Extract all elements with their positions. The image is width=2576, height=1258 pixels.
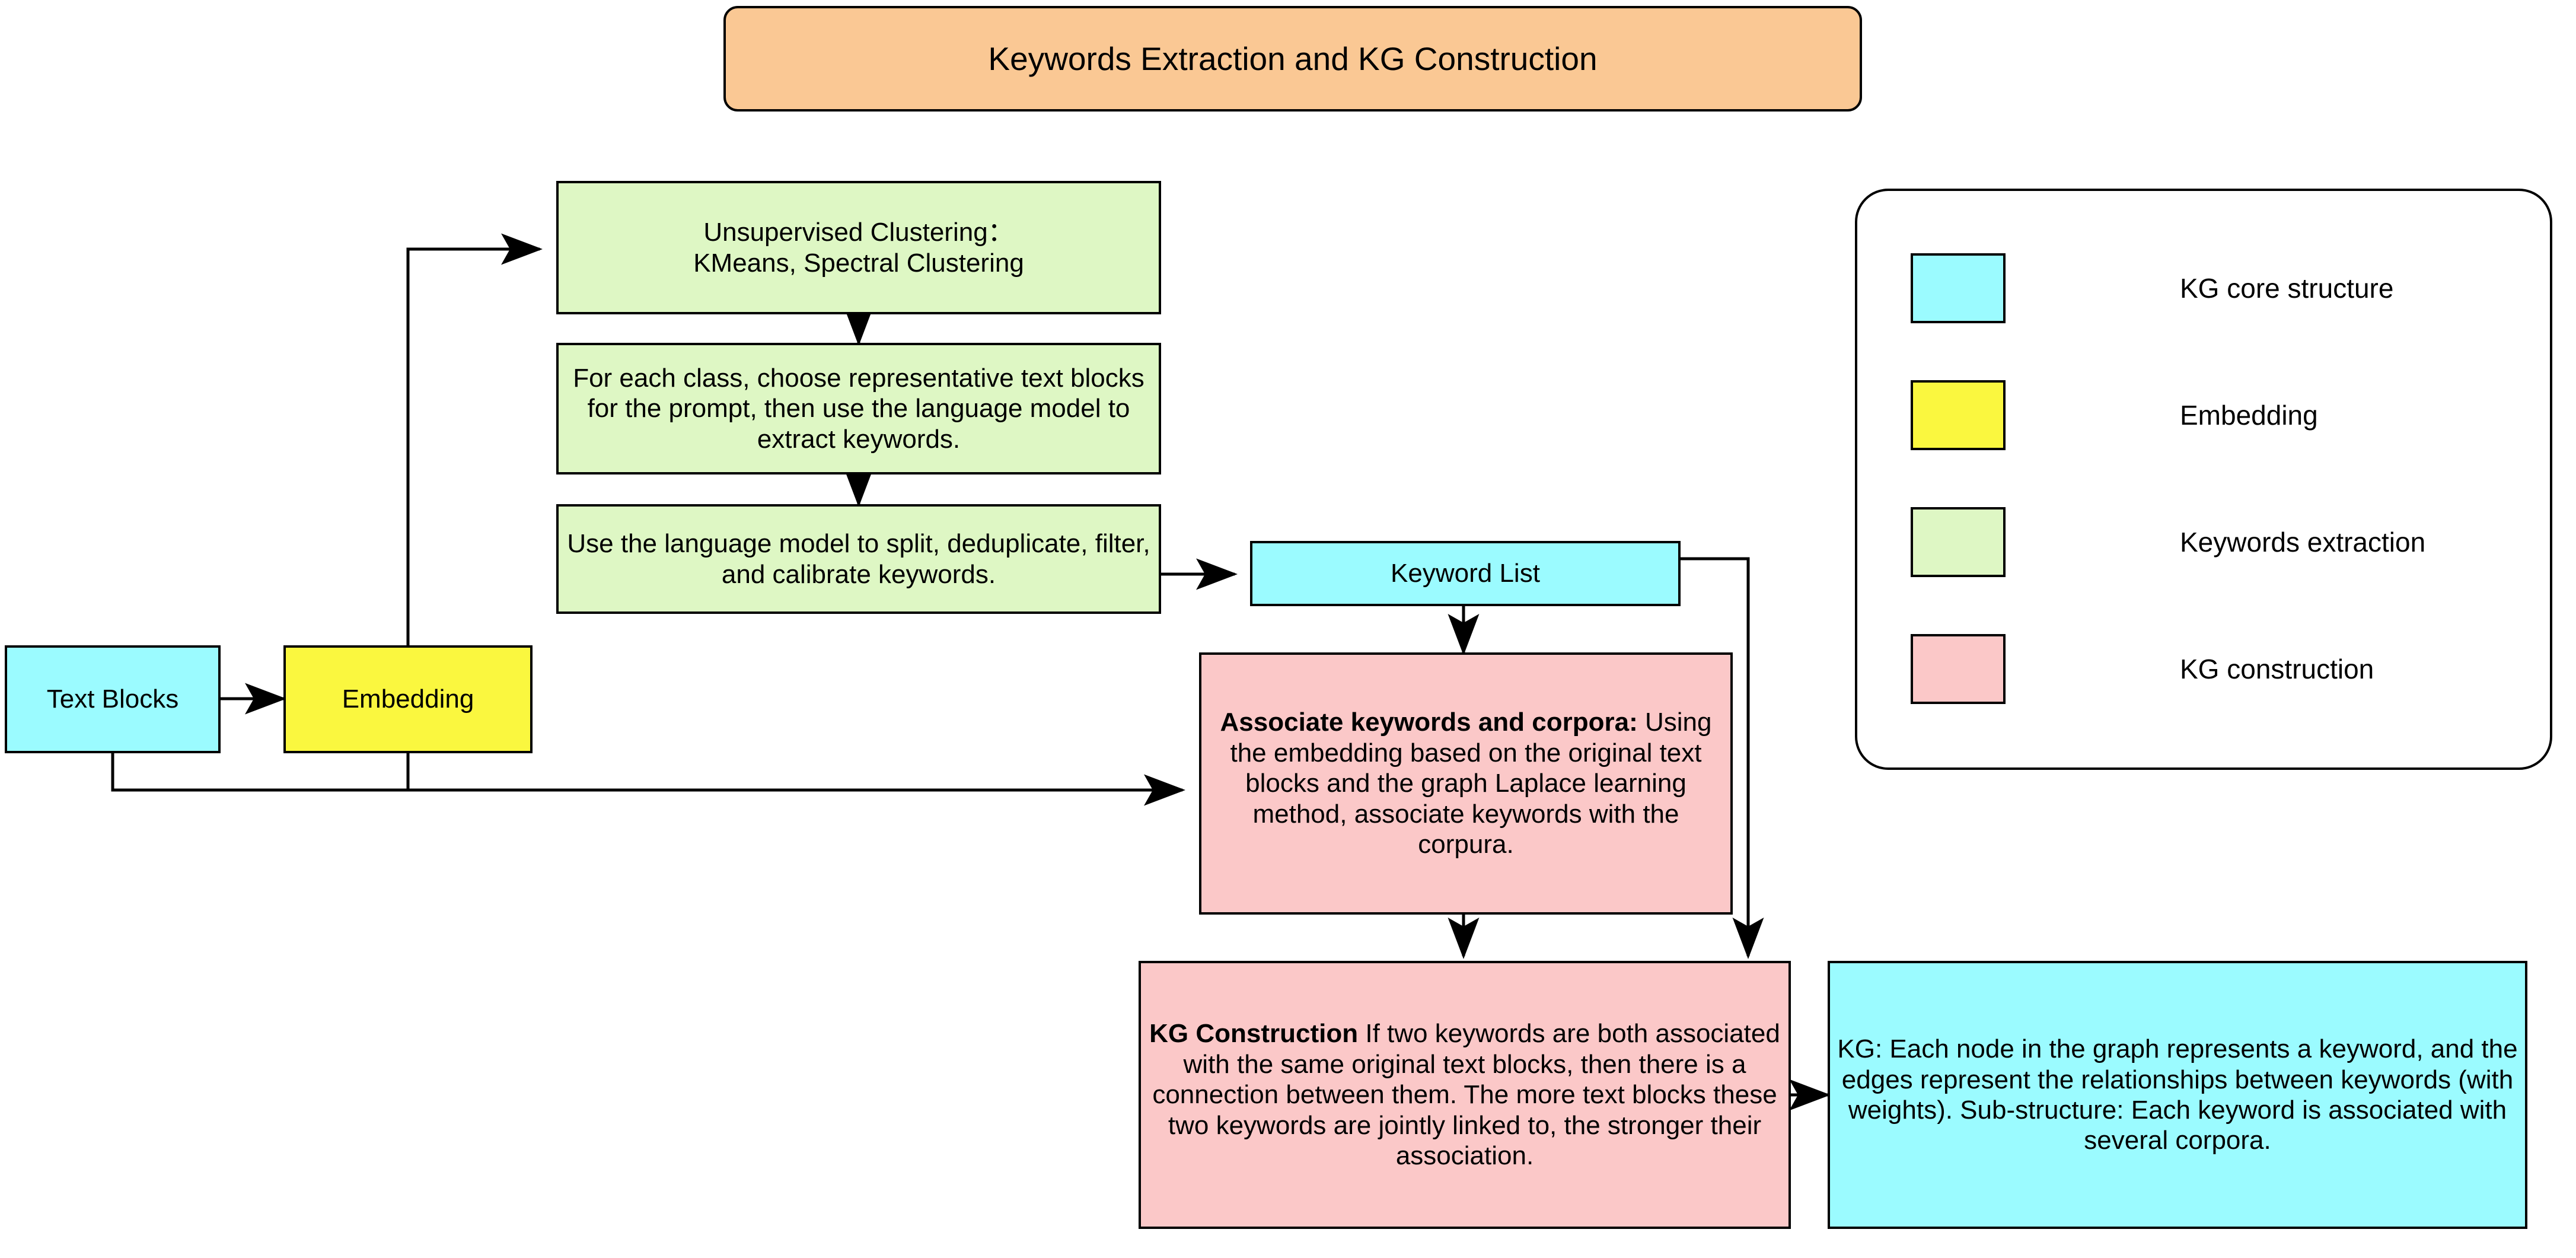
legend-label-embedding: Embedding (2180, 400, 2318, 431)
node-representative-blocks[interactable]: For each class, choose representative te… (556, 343, 1161, 474)
node-calibrate-keywords-text: Use the language model to split, dedupli… (567, 529, 1150, 589)
node-associate-keywords-text: Associate keywords and corpora: Using th… (1201, 707, 1730, 859)
clustering-line-1: Unsupervised Clustering： (703, 218, 1014, 247)
clustering-line-2: KMeans, Spectral Clustering (693, 248, 1024, 278)
associate-heading: Associate keywords and corpora: (1220, 708, 1638, 737)
node-keyword-list-label: Keyword List (1391, 559, 1540, 588)
legend-swatch-embedding (1911, 380, 2006, 450)
node-embedding[interactable]: Embedding (283, 645, 533, 753)
node-kg-construction-text: KG Construction If two keywords are both… (1141, 1018, 1788, 1171)
associate-body: Using the embedding based on the origina… (1230, 708, 1712, 859)
node-kg-result[interactable]: KG: Each node in the graph represents a … (1828, 961, 2527, 1229)
edge-textblocks-associate (111, 753, 1185, 806)
node-keyword-list[interactable]: Keyword List (1250, 541, 1681, 606)
node-kg-result-text: KG: Each node in the graph represents a … (1837, 1034, 2518, 1155)
edge-embedding-clustering (406, 233, 543, 645)
node-kg-construction[interactable]: KG Construction If two keywords are both… (1139, 961, 1791, 1229)
node-text-blocks[interactable]: Text Blocks (5, 645, 221, 753)
node-associate-keywords[interactable]: Associate keywords and corpora: Using th… (1199, 652, 1733, 915)
kg-construction-body: If two keywords are both associated with… (1152, 1019, 1780, 1171)
diagram-title-text: Keywords Extraction and KG Construction (988, 40, 1598, 77)
node-representative-blocks-text: For each class, choose representative te… (573, 363, 1144, 454)
node-text-blocks-label: Text Blocks (46, 684, 179, 714)
diagram-title: Keywords Extraction and KG Construction (723, 6, 1862, 112)
kg-construction-heading: KG Construction (1149, 1019, 1359, 1049)
legend-swatch-keywords-extraction (1911, 507, 2006, 577)
legend-label-kg-core-structure: KG core structure (2180, 273, 2394, 304)
legend-swatch-kg-construction (1911, 634, 2006, 704)
legend-label-keywords-extraction: Keywords extraction (2180, 527, 2426, 558)
legend-swatch-kg-core-structure (1911, 253, 2006, 323)
node-embedding-label: Embedding (342, 684, 474, 714)
node-unsupervised-clustering[interactable]: Unsupervised Clustering： KMeans, Spectra… (556, 181, 1161, 314)
node-calibrate-keywords[interactable]: Use the language model to split, dedupli… (556, 504, 1161, 614)
node-unsupervised-clustering-text: Unsupervised Clustering： KMeans, Spectra… (559, 217, 1159, 278)
legend-label-kg-construction: KG construction (2180, 654, 2374, 684)
